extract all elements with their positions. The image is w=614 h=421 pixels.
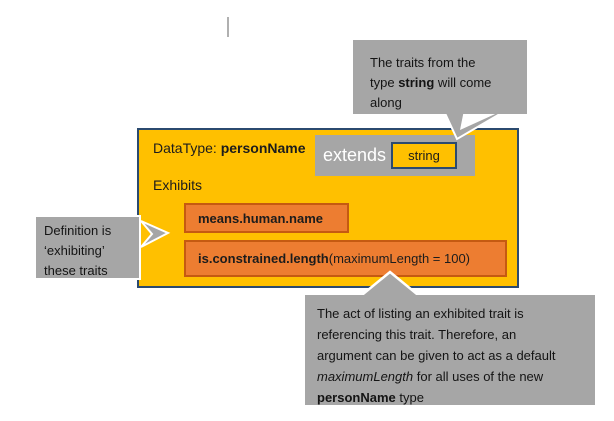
callout-left-line3: these traits [44,263,108,278]
callout-left-line2: ‘exhibiting’ [44,243,105,258]
callout-top-line2-pre: type [370,75,399,90]
exhibits-label: Exhibits [153,177,203,193]
callout-bottom-line1: The act of listing an exhibited trait is [317,306,524,321]
datatype-title: DataType: personName [153,140,306,156]
callout-left-line1: Definition is [44,223,112,238]
callout-traits-from-string: The traits from the type string will com… [353,40,527,114]
callout-bottom-line2: referencing this trait. Therefore, an [317,327,517,342]
trait-means-human-name: means.human.name [184,203,349,233]
trait-length-args: (maximumLength = 100) [328,251,471,266]
callout-top-line3: along [370,95,402,110]
callout-bottom-line5: personName type [317,387,595,408]
callout-top-line2-post: will come [434,75,492,90]
trait-is-constrained-length: is.constrained.length (maximumLength = 1… [184,240,507,277]
string-type-label: string [408,148,440,163]
callout-bottom-line4-italic: maximumLength [317,369,414,384]
callout-bottom-line4: maximumLength for all uses of the new [317,366,595,387]
callout-top-line1: The traits from the [370,55,476,70]
text-cursor-artifact [227,17,229,37]
callout-bottom-line5-bold: personName [317,390,396,405]
callout-top-line2-bold: string [398,75,435,90]
callout-bottom-line4-rest: for all uses of the new [413,369,544,384]
datatype-box: DataType: personName extends string Exhi… [137,128,519,288]
callout-bottom-line3: argument can be given to act as a defaul… [317,348,556,363]
callout-exhibited-trait-reference: The act of listing an exhibited trait is… [305,295,595,405]
string-type-box: string [391,142,457,169]
datatype-title-name: personName [220,140,306,156]
trait-length-label: is.constrained.length [198,251,329,266]
trait-means-label: means.human.name [198,210,323,226]
callout-definition-exhibiting: Definition is ‘exhibiting’ these traits [36,217,139,278]
extends-label: extends [323,145,387,165]
callout-bottom-line5-rest: type [395,390,424,405]
datatype-title-prefix: DataType: [153,140,221,156]
callout-top-line2: type string will come [370,73,527,93]
